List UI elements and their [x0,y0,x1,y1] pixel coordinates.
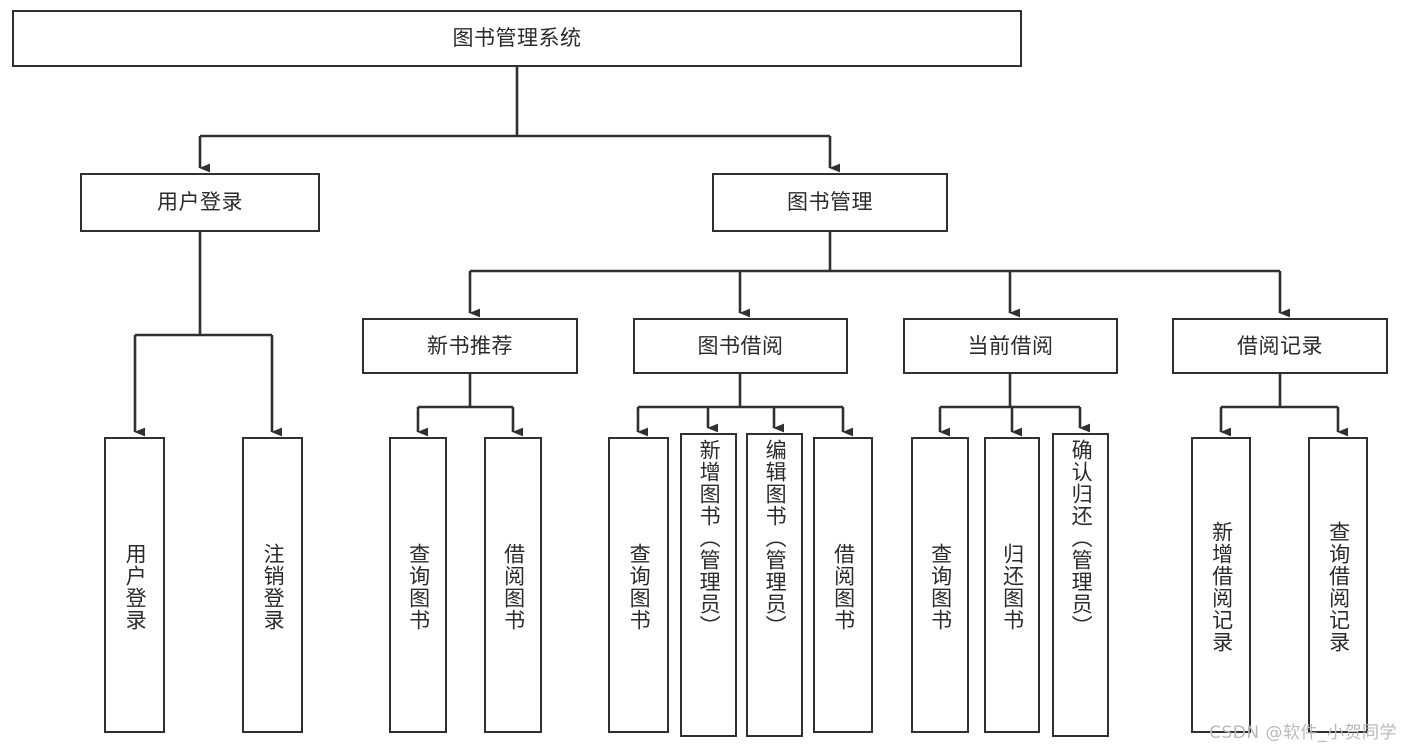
node-book-borrow[interactable]: 图书借阅 [633,318,848,374]
leaf-br-query-record-label: 查询借阅记录 [1326,521,1351,653]
leaf-nbr-query-book[interactable]: 查询图书 [389,437,447,733]
leaf-nbr-borrow-book-label: 借阅图书 [501,543,526,631]
node-new-book-recommend-label: 新书推荐 [427,333,513,358]
leaf-br-add-record-label: 新增借阅记录 [1209,521,1234,653]
node-user-login[interactable]: 用户登录 [80,173,320,232]
leaf-cb-confirm-return[interactable]: 确认归还（管理员） [1052,433,1109,737]
node-root-label: 图书管理系统 [452,26,582,51]
leaf-bb-add-book-label: 新增图书（管理员） [697,439,722,637]
csdn-watermark: CSDN @软件_小贺同学 [1209,723,1397,743]
node-current-borrow[interactable]: 当前借阅 [903,318,1118,374]
leaf-cb-confirm-return-label: 确认归还（管理员） [1069,439,1094,637]
leaf-br-add-record[interactable]: 新增借阅记录 [1191,437,1251,733]
leaf-bb-edit-book-label: 编辑图书（管理员） [763,439,788,637]
leaf-br-query-record[interactable]: 查询借阅记录 [1308,437,1368,733]
node-root[interactable]: 图书管理系统 [12,10,1022,67]
leaf-cb-return-book[interactable]: 归还图书 [984,437,1040,733]
leaf-user-logout-label: 注销登录 [261,543,286,631]
leaf-cb-query-book[interactable]: 查询图书 [911,437,969,733]
node-user-login-label: 用户登录 [157,190,243,215]
node-borrow-record-label: 借阅记录 [1237,333,1323,358]
node-book-management[interactable]: 图书管理 [712,173,948,232]
leaf-nbr-borrow-book[interactable]: 借阅图书 [484,437,542,733]
leaf-bb-borrow-book-label: 借阅图书 [831,543,856,631]
leaf-user-login[interactable]: 用户登录 [104,437,165,733]
node-current-borrow-label: 当前借阅 [967,333,1054,358]
leaf-bb-edit-book[interactable]: 编辑图书（管理员） [746,433,803,737]
node-new-book-recommend[interactable]: 新书推荐 [362,318,578,374]
node-borrow-record[interactable]: 借阅记录 [1172,318,1388,374]
node-book-borrow-label: 图书借阅 [697,333,784,358]
leaf-bb-borrow-book[interactable]: 借阅图书 [813,437,873,733]
leaf-user-logout[interactable]: 注销登录 [242,437,303,733]
leaf-cb-return-book-label: 归还图书 [1000,543,1025,631]
node-book-management-label: 图书管理 [787,190,873,215]
leaf-user-login-label: 用户登录 [123,543,148,631]
leaf-cb-query-book-label: 查询图书 [928,543,953,631]
leaf-nbr-query-book-label: 查询图书 [406,543,431,631]
leaf-bb-add-book[interactable]: 新增图书（管理员） [680,433,737,737]
leaf-bb-query-book[interactable]: 查询图书 [608,437,669,733]
leaf-bb-query-book-label: 查询图书 [627,543,652,631]
